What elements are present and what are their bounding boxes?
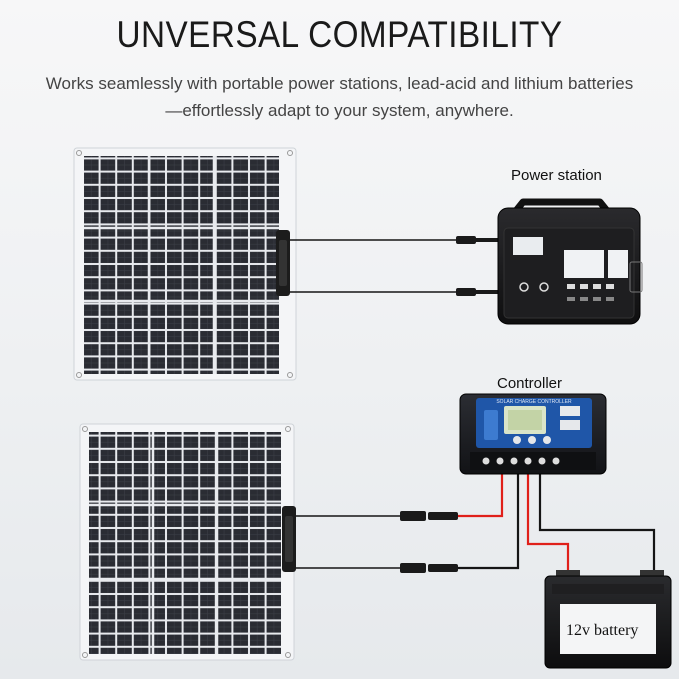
power-station-label: Power station [511,167,602,184]
controller-panel-text: SOLAR CHARGE CONTROLLER [496,399,572,405]
solar-panel-bottom [79,423,296,661]
power-station-display [564,250,604,278]
mc4-connector [400,511,426,521]
mc4-connector [456,288,476,296]
mc4-connector [456,236,476,244]
subtitle-line-1: Works seamlessly with portable power sta… [45,74,634,93]
subtitle-line-2: —effortlessly adapt to your system, anyw… [165,101,514,120]
cables-controller-to-battery [526,474,656,574]
cables-panel-to-power-station [290,236,498,296]
battery-label: 12v battery [566,622,639,639]
page-title: UNVERSAL COMPATIBILITY [116,14,563,55]
power-station-display-small [513,237,543,255]
charge-controller [459,393,607,475]
solar-panel-top [73,147,297,381]
power-station [497,198,643,325]
battery-label-plate [560,604,656,654]
controller-label: Controller [497,375,563,392]
cables-panel-to-controller [296,474,520,573]
mc4-connector [400,563,426,573]
battery [544,570,672,669]
